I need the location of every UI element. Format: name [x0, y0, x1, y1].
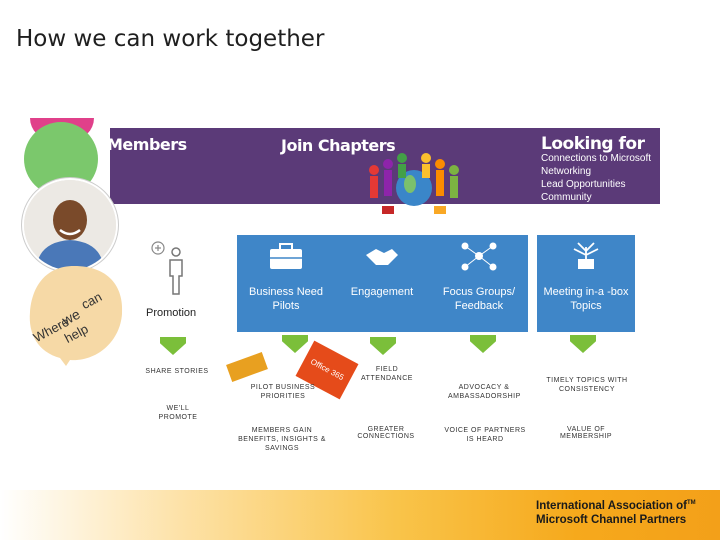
chevron-down-icon: [470, 335, 496, 353]
people-globe-icon: [369, 153, 459, 214]
looking-item: Community: [541, 192, 592, 203]
tile-engagement: Engagement: [333, 235, 431, 332]
join-chapters-label: Join Chapters: [281, 136, 396, 155]
caption-advocacy: ADVOCACY & AMBASSADORSHIP: [448, 384, 521, 400]
caption-pilot-business: PILOT BUSINESS PRIORITIES: [250, 384, 316, 400]
page-title: How we can work together: [16, 26, 325, 52]
person-photo-icon: [24, 180, 116, 270]
avatar: [22, 178, 118, 272]
tile-label: Business Need Pilots: [249, 286, 323, 312]
chevron-down-icon: [570, 335, 596, 353]
caption-value-membership: VALUE OF MEMBERSHIP: [559, 426, 613, 440]
caption-well-promote: WE'LL PROMOTE: [158, 405, 198, 421]
chevron-down-icon: [282, 335, 308, 353]
org-line-1: International Association of: [536, 499, 688, 512]
promotion-label: Promotion: [146, 307, 197, 319]
speech-bubble: [29, 266, 123, 366]
caption-timely-topics: TIMELY TOPICS WITH CONSISTENCY: [546, 377, 628, 393]
chevron-down-icon: [370, 337, 396, 355]
tile-label: Engagement: [350, 286, 414, 298]
caption-members-gain: MEMBERS GAIN BENEFITS, INSIGHTS & SAVING…: [238, 427, 326, 452]
org-logo-text: International Association ofTM Microsoft…: [536, 496, 696, 527]
looking-item: Connections to Microsoft: [541, 153, 652, 164]
tile-business-need-pilots: Business Need Pilots: [237, 235, 335, 332]
briefcase-icon: [237, 241, 335, 277]
handshake-icon: [333, 241, 431, 277]
chevron-down-icon: [160, 337, 186, 355]
members-label: Members: [107, 135, 187, 154]
tile-focus-groups: Focus Groups/ Feedback: [430, 235, 528, 332]
plant-icon: [537, 241, 635, 277]
caption-greater-connections: GREATER CONNECTIONS: [357, 426, 415, 440]
looking-item: Networking: [541, 166, 592, 177]
caption-share-stories: SHARE STORIES: [145, 368, 209, 375]
caption-field-attendance: FIELD ATTENDANCE: [361, 366, 413, 382]
network-icon: [430, 241, 528, 277]
org-line-2: Microsoft Channel Partners: [536, 513, 687, 526]
footer-bar: [0, 490, 720, 540]
tile-label: Meeting in-a -box Topics: [543, 286, 629, 312]
looking-item: Lead Opportunities: [541, 179, 626, 190]
tile-label: Focus Groups/ Feedback: [442, 286, 516, 312]
tile-meeting-topics: Meeting in-a -box Topics: [537, 235, 635, 332]
decor-orange-label: [226, 352, 268, 382]
org-tm: TM: [687, 500, 696, 506]
looking-for-list: Connections to Microsoft Networking Lead…: [541, 152, 651, 204]
looking-for-label: Looking for: [541, 134, 645, 154]
promotion-person-icon: [151, 241, 183, 295]
caption-voice-of-partners: VOICE OF PARTNERS IS HEARD: [444, 427, 526, 443]
